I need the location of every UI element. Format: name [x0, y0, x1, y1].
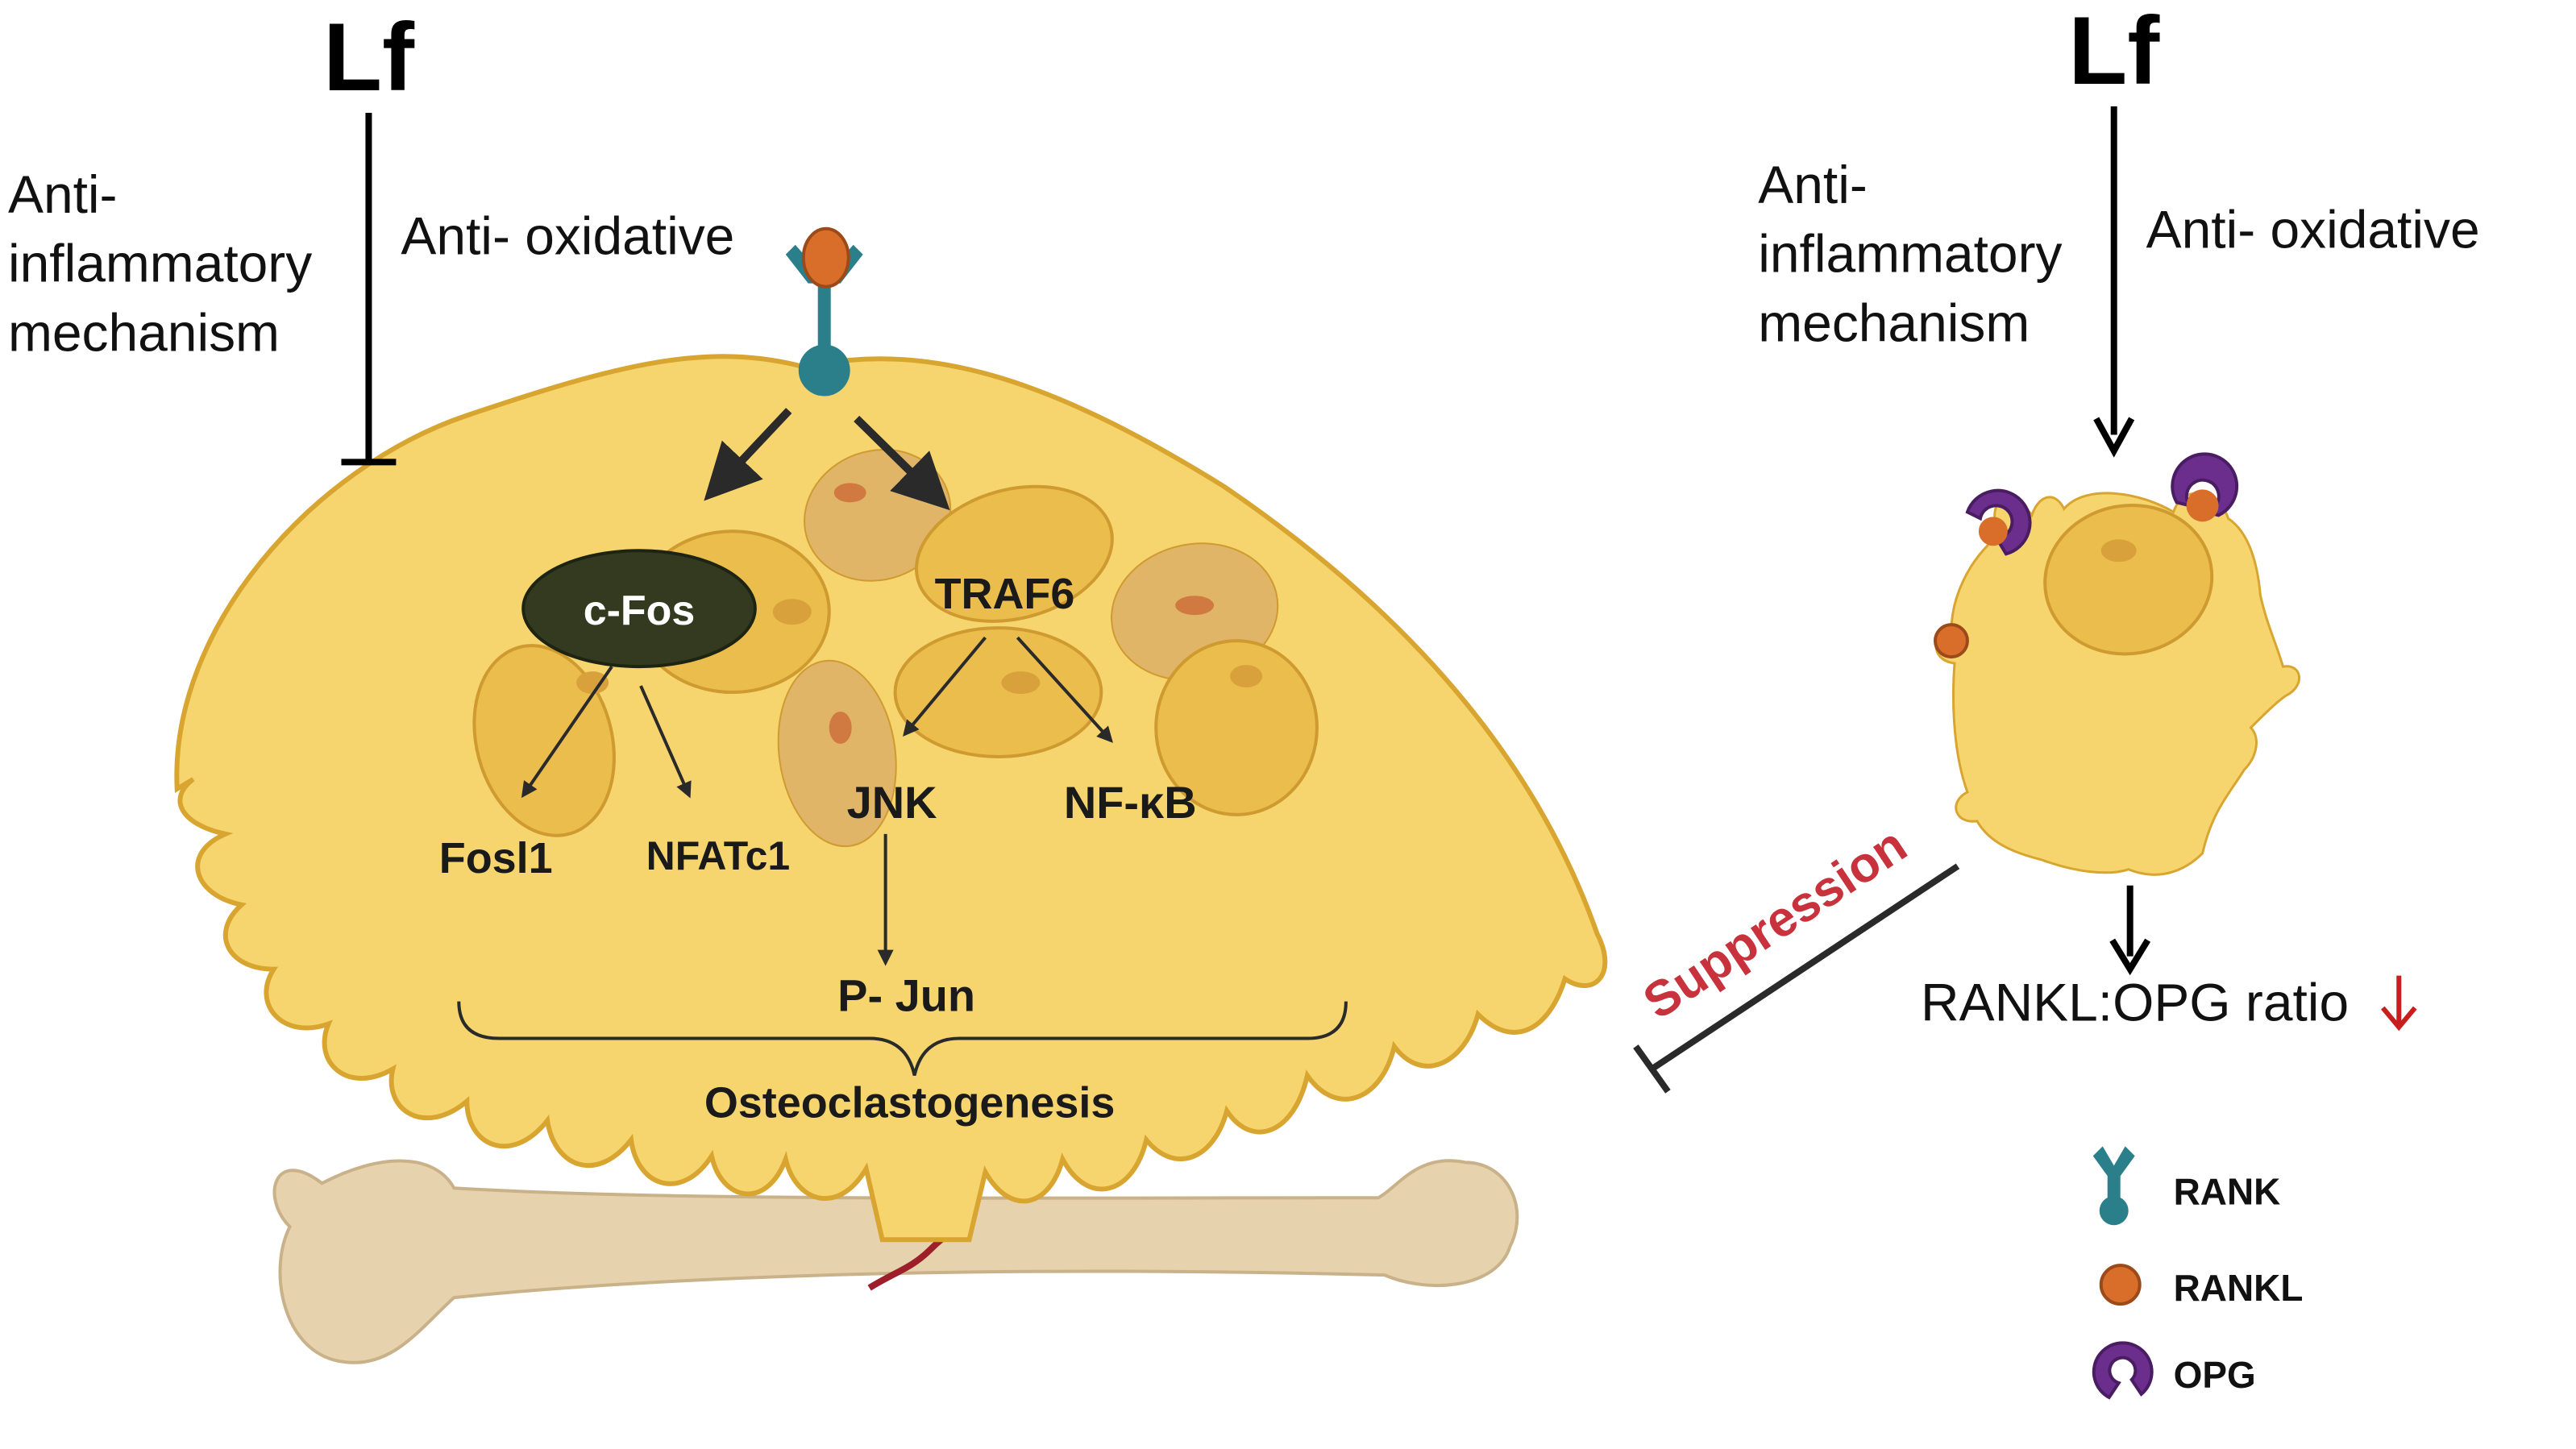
- ratio-arrowhead: [2109, 938, 2151, 976]
- opg-legend-label: OPG: [2174, 1354, 2256, 1396]
- right-anti-inflammatory-line3: mechanism: [1758, 293, 2030, 353]
- cfos-label: c-Fos: [584, 587, 695, 634]
- nucleus: [1230, 665, 1263, 688]
- nfkb-label: NF-κB: [1064, 777, 1197, 828]
- opg-legend-icon: [2092, 1341, 2154, 1400]
- nucleus: [772, 599, 812, 625]
- left-anti-inflammatory-line1: Anti-: [8, 164, 118, 224]
- left-anti-oxidative-label: Anti- oxidative: [401, 206, 734, 266]
- nucleus: [915, 484, 1114, 623]
- left-anti-inflammatory-line2: inflammatory: [8, 234, 312, 293]
- rankl-ligand: [801, 226, 850, 289]
- nucleus: [1175, 596, 1215, 616]
- nucleus: [1154, 639, 1319, 816]
- signal-arrows: [521, 408, 1113, 966]
- arrow-rank-to-cfos: [704, 408, 792, 501]
- arrow-cfos-to-nfatc1: [639, 685, 692, 799]
- fosl1-label: Fosl1: [439, 834, 553, 882]
- nucleus: [829, 712, 852, 744]
- right-anti-inflammatory-line2: inflammatory: [1758, 224, 2062, 284]
- left-inhibition-line: [341, 112, 397, 466]
- rank-legend-label: RANK: [2174, 1170, 2281, 1212]
- right-lf-title: Lf: [2068, 0, 2160, 105]
- osteoclastogenesis-label: Osteoclastogenesis: [704, 1078, 1115, 1127]
- jnk-label: JNK: [847, 777, 937, 828]
- nucleus: [1001, 671, 1041, 695]
- rankl-legend-label: RANKL: [2174, 1267, 2304, 1309]
- down-red-arrow-icon: [2380, 975, 2417, 1032]
- nucleus: [472, 644, 616, 837]
- cfos-oval: [521, 549, 757, 669]
- arrow-traf6-to-nfkb: [1016, 636, 1113, 743]
- nucleus: [576, 671, 609, 695]
- arrow-rank-to-traf6: [854, 415, 950, 511]
- suppression-inhibition-line: [1633, 863, 1960, 1094]
- rank-receptor-bound: [785, 226, 863, 397]
- right-anti-oxidative-label: Anti- oxidative: [2146, 200, 2480, 259]
- pathway-brace: [457, 1001, 1348, 1076]
- free-rankl: [1933, 623, 1969, 659]
- ratio-label: RANKL:OPG ratio: [1921, 973, 2349, 1032]
- rankl-legend-icon: [2099, 1264, 2142, 1306]
- left-lf-title: Lf: [323, 4, 415, 111]
- precursor-nucleus: [2043, 503, 2214, 656]
- opg-bound-left: [1965, 488, 2032, 556]
- nucleus: [777, 659, 897, 848]
- legend: RANK RANKL OPG: [2092, 1146, 2304, 1400]
- precursor-nucleolus: [2100, 539, 2137, 563]
- rank-legend-icon: [2092, 1146, 2135, 1226]
- opg-bound-right: [2171, 452, 2239, 522]
- left-anti-inflammatory-line3: mechanism: [8, 303, 280, 363]
- nucleus: [833, 483, 866, 503]
- pjun-label: P- Jun: [837, 970, 975, 1021]
- nucleus: [893, 626, 1103, 758]
- arrow-traf6-to-jnk: [903, 636, 987, 737]
- right-anti-inflammatory-line1: Anti-: [1758, 155, 1868, 214]
- arrow-cfos-to-fosl1: [521, 665, 613, 799]
- traf6-label: TRAF6: [935, 570, 1075, 618]
- nfatc1-label: NFATc1: [646, 833, 790, 878]
- right-lf-arrowhead: [2093, 417, 2135, 458]
